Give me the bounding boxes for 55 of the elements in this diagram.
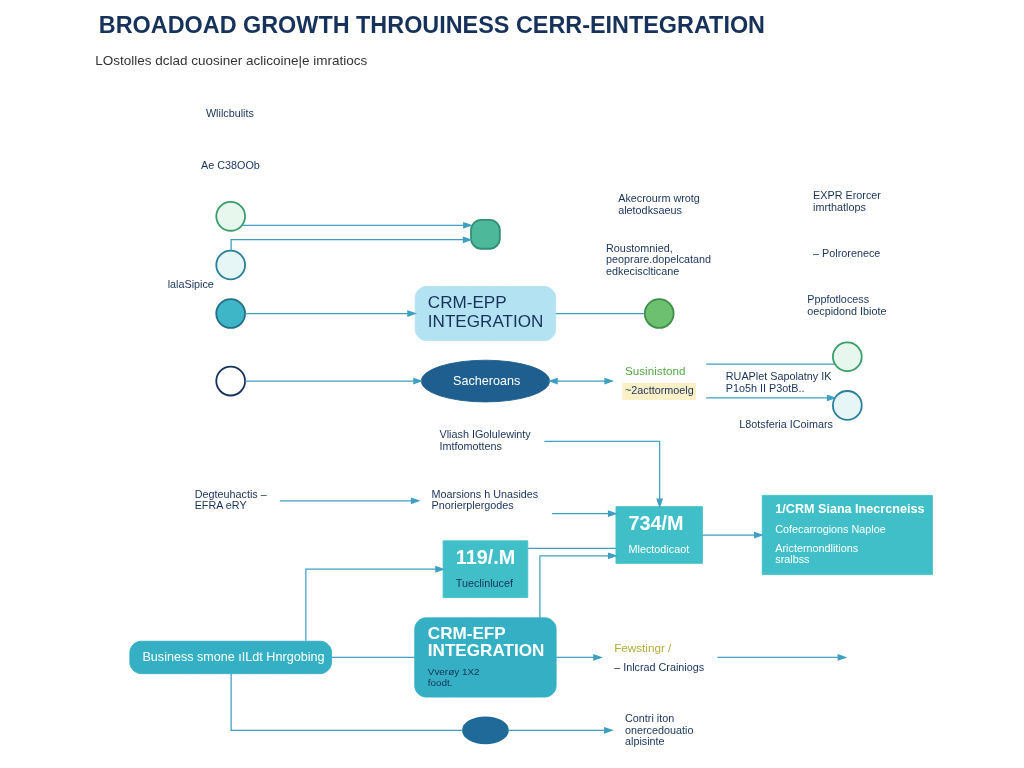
diagram-title: BROADOAD GROWTH THROUINESS CERR-EINTEGRATION bbox=[98, 12, 765, 39]
node-label: Susinistond bbox=[624, 364, 686, 378]
arrow bbox=[507, 726, 614, 734]
node-box: CRM-EFP INTEGRATION Vverøy 1X2 foodt. bbox=[414, 617, 557, 698]
node-ellipse: Sacheroans bbox=[420, 359, 551, 403]
node-circle bbox=[643, 298, 675, 329]
arrow bbox=[305, 565, 445, 642]
connector bbox=[230, 673, 464, 731]
node-label: L8otsferia ICoimars bbox=[739, 418, 833, 431]
node-text: Fewstingr / – Inlcrad Crainiogs bbox=[614, 640, 705, 673]
arrow bbox=[543, 440, 664, 509]
arrow bbox=[244, 310, 417, 317]
node-box: CRM-EPP INTEGRATION bbox=[414, 286, 557, 341]
arrow bbox=[705, 394, 837, 402]
label: Akecrourm wrotg aletodksaeus bbox=[618, 192, 700, 217]
label: LOstolles dclad cuosiner aclicoine|e imratiocs bbox=[95, 52, 368, 68]
arrow bbox=[555, 654, 603, 661]
label: Wlilcbulits bbox=[205, 106, 254, 119]
label: – Polrorenece bbox=[813, 246, 881, 259]
node-circle bbox=[215, 298, 246, 329]
label: EXPR Erorcer imrthatlops bbox=[813, 188, 881, 213]
node-box: 1/CRM Siana Inecrcneiss Cofecarrogions Naploe Aricternondlitions sralbss bbox=[761, 494, 933, 576]
node-text: Contri iton onercedouatio alpisinte bbox=[624, 711, 694, 748]
node-box: 734/M Mlectodicaot bbox=[615, 506, 703, 564]
connector bbox=[527, 547, 617, 549]
node-text: Moarsions h Unasides Pnorierplergodes bbox=[431, 487, 539, 512]
arrow bbox=[716, 654, 848, 661]
arrow bbox=[539, 552, 618, 619]
node-text: Degteuhactis – EFRA eRY bbox=[194, 487, 267, 512]
node-box: ~2acttormoelg bbox=[622, 382, 697, 400]
node-circle bbox=[832, 390, 863, 421]
arrow bbox=[279, 497, 421, 505]
node-box: Business smone ıILdt Hnrgobing bbox=[129, 640, 332, 675]
arrow bbox=[244, 377, 423, 385]
node-circle bbox=[215, 365, 246, 397]
node-text: Vliash IGolulewinty Imtfomottens bbox=[439, 428, 531, 453]
arrow bbox=[551, 510, 618, 518]
node-label: lalaSipice bbox=[167, 277, 214, 290]
arrow bbox=[241, 221, 473, 229]
node-label: RUAPlet Sapolatny IK P1o5h II P3otB.. bbox=[725, 369, 832, 394]
label: Ae C38OOb bbox=[200, 158, 260, 171]
node-circle bbox=[215, 249, 246, 281]
connector bbox=[705, 363, 836, 365]
connector bbox=[555, 312, 646, 315]
connector bbox=[331, 656, 416, 659]
node-circle bbox=[832, 341, 863, 373]
arrow bbox=[701, 531, 764, 539]
node-cloud bbox=[462, 716, 509, 745]
node-circle bbox=[215, 201, 246, 232]
arrow bbox=[230, 236, 473, 251]
label: Roustomnied, peoprare.dopelcatand edkecisclticane bbox=[606, 241, 712, 277]
arrow bbox=[548, 377, 615, 385]
node-box: 119/.M Tueclinlucef bbox=[442, 540, 529, 599]
node-box bbox=[470, 219, 501, 250]
label: Pppfotlocess oecpidond Ibiote bbox=[807, 293, 887, 317]
